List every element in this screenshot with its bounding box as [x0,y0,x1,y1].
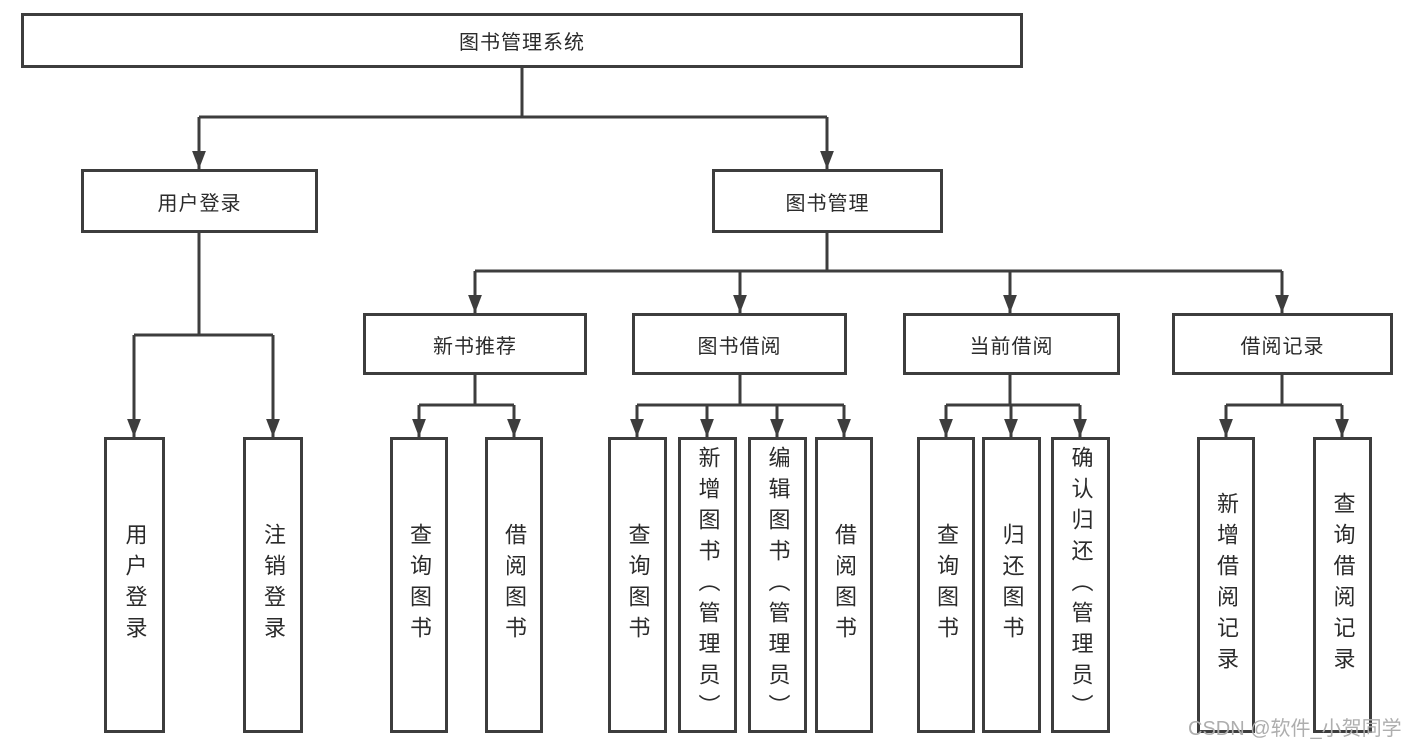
leaf-confirm-return-admin: 确认归还（管理员） [1051,437,1110,733]
leaf-newbook-query-books: 查询图书 [390,437,448,733]
node-library-management-system: 图书管理系统 [21,13,1023,68]
leaf-newbook-borrow-books-label: 借阅图书 [502,523,527,647]
leaf-query-borrow-record-label: 查询借阅记录 [1330,492,1356,678]
leaf-add-borrow-record: 新增借阅记录 [1197,437,1255,733]
node-user-login: 用户登录 [81,169,318,233]
leaf-query-borrow-record: 查询借阅记录 [1313,437,1372,733]
leaf-newbook-borrow-books: 借阅图书 [485,437,543,733]
leaf-return-book: 归还图书 [982,437,1041,733]
node-borrowing-records: 借阅记录 [1172,313,1393,375]
leaf-add-book-admin: 新增图书（管理员） [678,437,737,733]
leaf-confirm-return-admin-label: 确认归还（管理员） [1068,445,1094,725]
node-new-book-recommend: 新书推荐 [363,313,587,375]
leaf-current-query-books-label: 查询图书 [934,523,959,647]
csdn-watermark: CSDN @软件_小贺同学 [1188,718,1402,740]
leaf-borrowing-borrow-books-label: 借阅图书 [832,523,857,647]
leaf-logout: 注销登录 [243,437,303,733]
leaf-user-login: 用户登录 [104,437,165,733]
node-book-management: 图书管理 [712,169,943,233]
leaf-add-borrow-record-label: 新增借阅记录 [1214,492,1239,678]
leaf-add-book-admin-label: 新增图书（管理员） [695,445,721,725]
leaf-newbook-query-books-label: 查询图书 [407,523,432,647]
leaf-borrowing-borrow-books: 借阅图书 [815,437,873,733]
leaf-return-book-label: 归还图书 [999,523,1025,647]
leaf-edit-book-admin-label: 编辑图书（管理员） [765,445,791,725]
leaf-borrowing-query-books-label: 查询图书 [625,523,651,647]
leaf-current-query-books: 查询图书 [917,437,975,733]
node-book-borrowing: 图书借阅 [632,313,847,375]
leaf-edit-book-admin: 编辑图书（管理员） [748,437,807,733]
leaf-borrowing-query-books: 查询图书 [608,437,667,733]
leaf-logout-label: 注销登录 [261,523,286,647]
node-current-borrowing: 当前借阅 [903,313,1120,375]
leaf-user-login-label: 用户登录 [122,523,148,647]
